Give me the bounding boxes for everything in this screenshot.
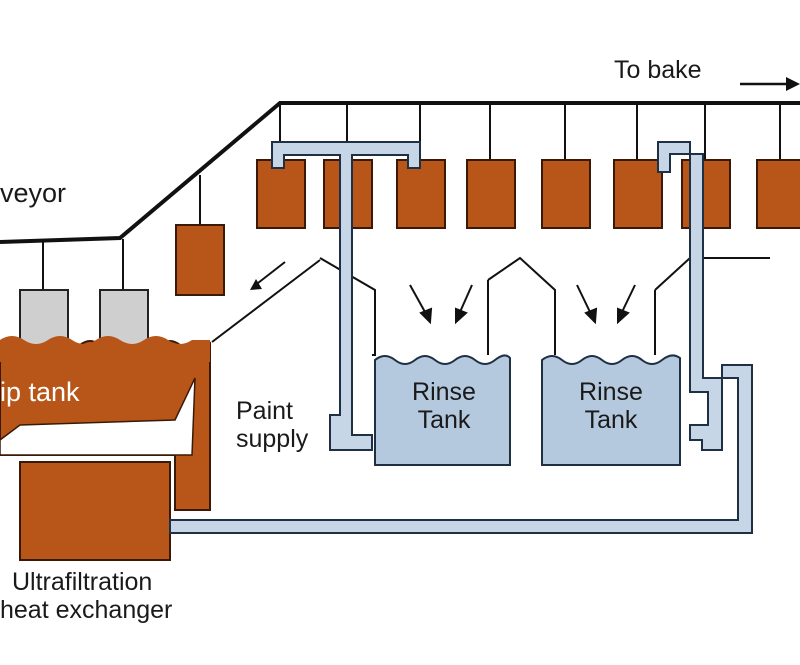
rinse-tanks	[374, 354, 681, 466]
rinse-tank-2-line-2: Tank	[584, 406, 638, 434]
rinse-booth-walls	[319, 256, 738, 356]
drip-arrow-icon	[250, 261, 286, 290]
flow-arrow-icon	[740, 77, 800, 91]
hangers	[42, 104, 781, 290]
ultrafiltration-unit	[19, 461, 171, 561]
ultrafiltration-label: Ultrafiltration heat exchanger	[0, 568, 172, 624]
conveyor-label: veyor	[0, 178, 67, 208]
rinse-tank-1-line-1: Rinse	[412, 378, 476, 406]
paint-supply-line-1: Paint	[236, 397, 293, 425]
pipes	[169, 141, 753, 534]
painted-parts	[175, 159, 800, 296]
paint-surface	[0, 336, 210, 362]
paint-supply-line-2: supply	[236, 425, 309, 453]
ultrafiltration-line-1: Ultrafiltration	[12, 568, 153, 596]
spray-arrow-icon	[409, 284, 636, 325]
ultrafiltration-line-2: heat exchanger	[0, 596, 173, 624]
guide-line	[211, 259, 321, 343]
rinse-tank-2-line-1: Rinse	[579, 378, 643, 406]
dip-tank-label: ip tank	[0, 377, 80, 407]
paint-supply-label: Paint supply	[236, 397, 308, 453]
rinse-tank-1-label: Rinse Tank	[398, 378, 490, 434]
rinse-tank-1-line-2: Tank	[417, 406, 471, 434]
rinse-tank-2-label: Rinse Tank	[565, 378, 657, 434]
to-bake-label: To bake	[614, 56, 702, 84]
conveyor-rail	[0, 101, 800, 244]
